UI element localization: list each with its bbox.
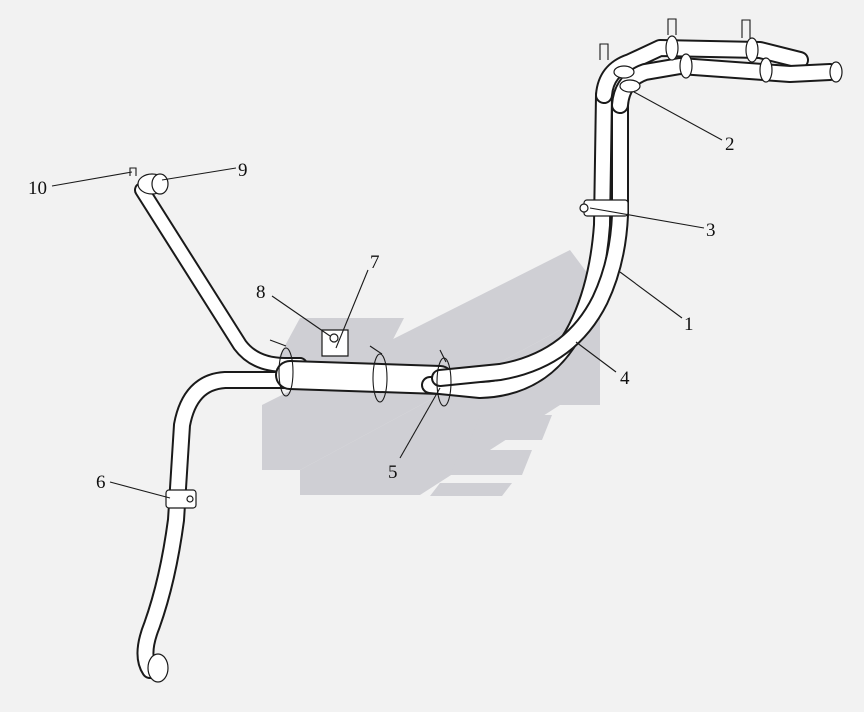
bracket-7 [321, 329, 349, 357]
callout-3: 3 [706, 220, 716, 241]
pipe-1 [431, 96, 629, 387]
callout-5: 5 [388, 462, 398, 483]
callout-4: 4 [620, 368, 630, 389]
clamp-3 [579, 199, 629, 217]
pipe-2-upper [595, 18, 843, 114]
callout-7: 7 [370, 252, 380, 273]
callout-6: 6 [96, 472, 106, 493]
pipe-end-right [829, 61, 843, 83]
callout-labels: 1 2 3 4 5 6 7 8 9 10 [28, 134, 735, 493]
callout-1: 1 [684, 314, 694, 335]
leader-lines [51, 91, 723, 499]
callout-2: 2 [725, 134, 735, 155]
callout-10: 10 [28, 178, 47, 199]
callout-9: 9 [238, 160, 248, 181]
muffler [275, 360, 455, 395]
straps-5 [269, 339, 452, 407]
pipe-upper-left [134, 182, 308, 373]
callout-8: 8 [256, 282, 266, 303]
bolt-8 [329, 333, 339, 343]
inlet-bottom [147, 653, 169, 683]
pipe-lower-left [136, 371, 299, 679]
clamp-6 [165, 489, 197, 509]
outlet-9 [129, 167, 169, 195]
